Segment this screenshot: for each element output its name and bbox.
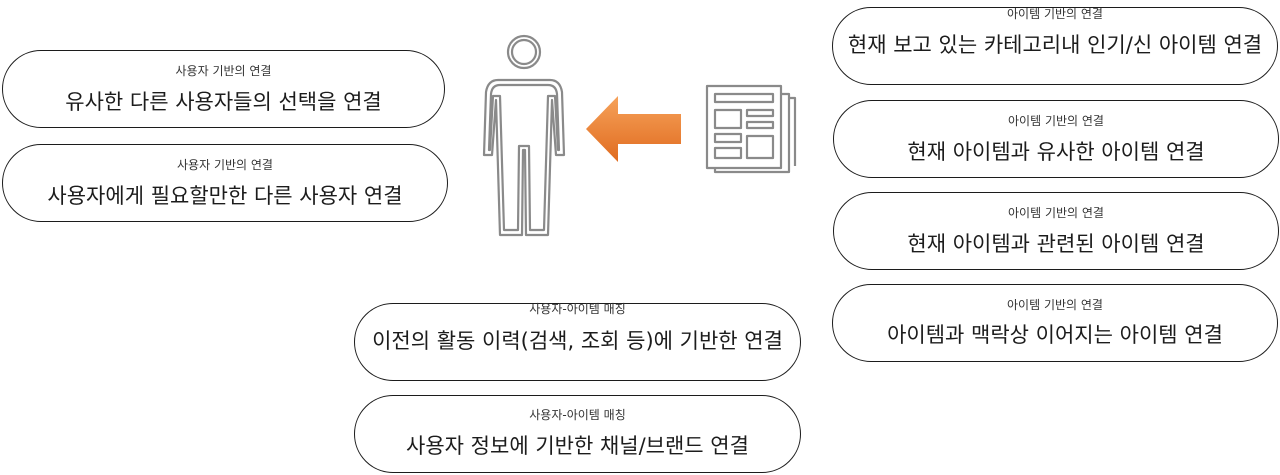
- item-based-card-2-category: 아이템 기반의 연결: [1008, 114, 1104, 128]
- item-based-card-4-category: 아이템 기반의 연결: [1007, 298, 1103, 312]
- user-item-card-2-text: 사용자 정보에 기반한 채널/브랜드 연결: [406, 434, 749, 458]
- item-based-card-1-text: 현재 보고 있는 카테고리내 인기/신 아이템 연결: [847, 33, 1263, 57]
- item-based-card-2: 아이템 기반의 연결 현재 아이템과 유사한 아이템 연결: [833, 100, 1279, 178]
- arrow-left-icon: [586, 96, 681, 162]
- item-based-card-3-category: 아이템 기반의 연결: [1008, 206, 1104, 220]
- item-based-card-3-text: 현재 아이템과 관련된 아이템 연결: [907, 232, 1205, 256]
- user-item-card-2: 사용자-아이템 매칭 사용자 정보에 기반한 채널/브랜드 연결: [354, 395, 801, 473]
- item-based-card-3: 아이템 기반의 연결 현재 아이템과 관련된 아이템 연결: [833, 192, 1279, 270]
- newspaper-icon: [705, 84, 797, 174]
- user-based-card-1-category: 사용자 기반의 연결: [175, 64, 272, 78]
- user-item-card-1: 사용자-아이템 매칭 이전의 활동 이력(검색, 조회 등)에 기반한 연결: [354, 302, 801, 381]
- user-item-card-1-category: 사용자-아이템 매칭: [529, 302, 626, 316]
- user-based-card-2: 사용자 기반의 연결 사용자에게 필요할만한 다른 사용자 연결: [2, 144, 448, 222]
- person-icon: [482, 34, 566, 237]
- item-based-card-1-category: 아이템 기반의 연결: [1007, 7, 1103, 21]
- user-item-card-1-text: 이전의 활동 이력(검색, 조회 등)에 기반한 연결: [372, 329, 783, 353]
- user-item-card-2-category: 사용자-아이템 매칭: [529, 408, 626, 422]
- item-based-card-4-text: 아이템과 맥락상 이어지는 아이템 연결: [887, 323, 1223, 347]
- item-based-card-1: 아이템 기반의 연결 현재 보고 있는 카테고리내 인기/신 아이템 연결: [832, 7, 1278, 85]
- user-based-card-2-text: 사용자에게 필요할만한 다른 사용자 연결: [47, 184, 403, 208]
- item-based-card-2-text: 현재 아이템과 유사한 아이템 연결: [907, 140, 1205, 164]
- item-based-card-4: 아이템 기반의 연결 아이템과 맥락상 이어지는 아이템 연결: [832, 284, 1278, 362]
- user-based-card-1: 사용자 기반의 연결 유사한 다른 사용자들의 선택을 연결: [2, 50, 445, 128]
- user-based-card-2-category: 사용자 기반의 연결: [177, 158, 273, 172]
- user-based-card-1-text: 유사한 다른 사용자들의 선택을 연결: [65, 90, 382, 114]
